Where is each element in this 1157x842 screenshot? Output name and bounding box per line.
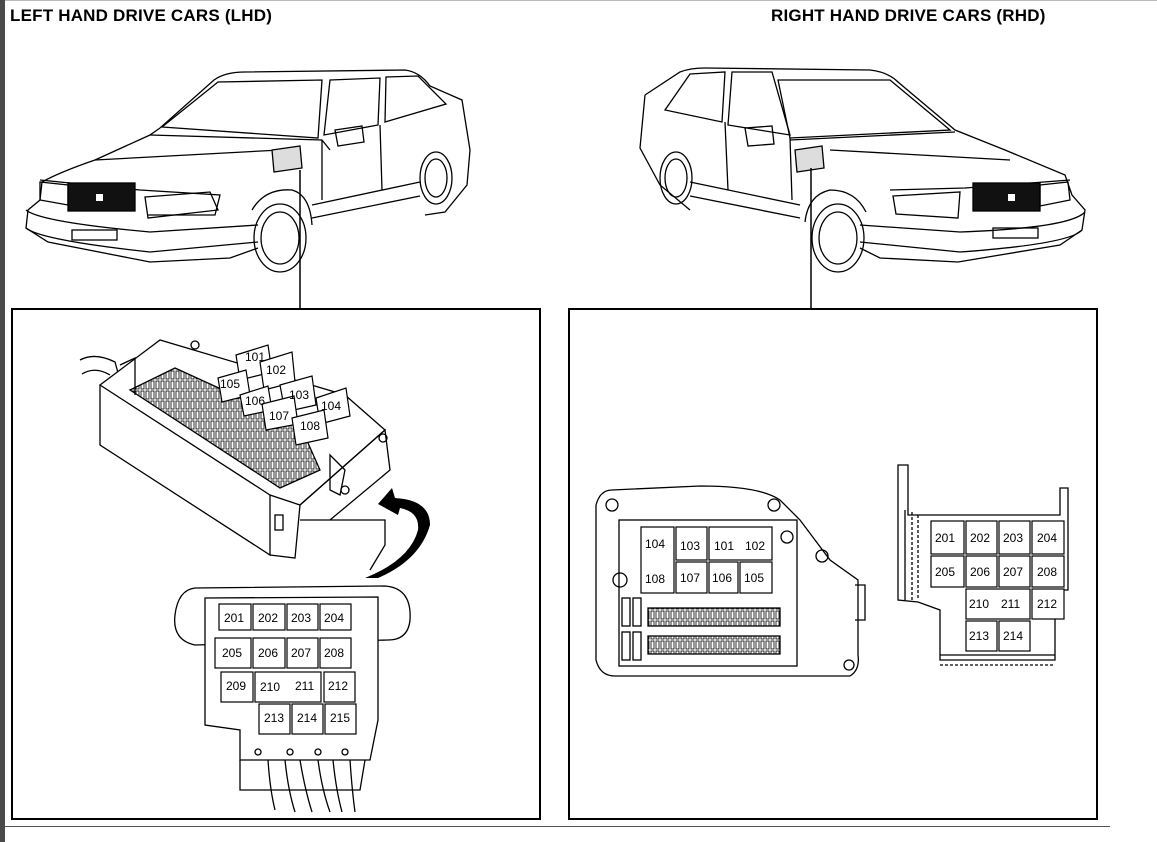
fuse-label: 209 xyxy=(226,679,246,693)
rhd-detail-frame xyxy=(568,308,1098,820)
fuse-label: 208 xyxy=(1037,565,1057,579)
rhd-fuse-cells xyxy=(930,520,1065,652)
fuse-label: 206 xyxy=(970,565,990,579)
fuse-label: 215 xyxy=(330,711,350,725)
relay-label: 108 xyxy=(645,572,665,586)
lhd-fuse-cells xyxy=(214,603,357,735)
lhd-heading: LEFT HAND DRIVE CARS (LHD) xyxy=(10,6,273,25)
relay-label: 106 xyxy=(245,394,265,408)
relay-label: 104 xyxy=(321,399,341,413)
relay-label: 101 xyxy=(714,539,734,553)
fuse-label: 212 xyxy=(1037,597,1057,611)
fuse-label: 214 xyxy=(1003,629,1023,643)
rhd-car-illustration xyxy=(639,67,1086,273)
lhd-detail-frame xyxy=(11,308,541,820)
relay-label: 105 xyxy=(744,571,764,585)
fuse-label: 211 xyxy=(1001,597,1020,611)
left-border xyxy=(0,0,5,842)
fuse-label: 204 xyxy=(1037,531,1057,545)
fuse-label: 213 xyxy=(969,629,989,643)
relay-label: 106 xyxy=(712,571,732,585)
bottom-border xyxy=(5,826,1110,827)
relay-label: 103 xyxy=(289,388,309,402)
flip-arrow xyxy=(365,488,430,578)
fuse-label: 207 xyxy=(291,646,311,660)
relay-label: 107 xyxy=(269,409,289,423)
rhd-relay-labels: 104 103 101 102 108 107 106 105 xyxy=(645,537,765,586)
fuse-label: 201 xyxy=(224,611,244,625)
fuse-label: 202 xyxy=(970,531,990,545)
lhd-relay-labels: 101 102 103 104 105 106 107 108 xyxy=(220,350,341,433)
fuse-label: 202 xyxy=(258,611,278,625)
fuse-label: 201 xyxy=(935,531,955,545)
relay-label: 101 xyxy=(245,350,265,364)
fuse-label: 210 xyxy=(260,680,280,694)
fuse-label: 213 xyxy=(264,711,284,725)
top-border xyxy=(5,0,1157,1)
fuse-label: 212 xyxy=(328,679,348,693)
relay-label: 103 xyxy=(680,539,700,553)
fuse-label: 208 xyxy=(324,646,344,660)
fuse-label: 203 xyxy=(291,611,311,625)
fuse-label: 214 xyxy=(297,711,317,725)
fuse-label: 205 xyxy=(222,646,242,660)
rhd-relay-cells xyxy=(640,526,773,594)
relay-label: 102 xyxy=(745,539,765,553)
fuse-label: 205 xyxy=(935,565,955,579)
relay-label: 107 xyxy=(680,571,700,585)
relay-label: 108 xyxy=(300,419,320,433)
fuse-label: 210 xyxy=(969,597,989,611)
fuse-label: 204 xyxy=(324,611,344,625)
lhd-fuse-labels: 201 202 203 204 205 206 207 208 209 210 … xyxy=(222,611,350,725)
relay-label: 105 xyxy=(220,377,240,391)
fuse-label: 206 xyxy=(258,646,278,660)
lhd-relay-blocks xyxy=(217,344,351,446)
rhd-fuse-labels: 201 202 203 204 205 206 207 208 210 211 … xyxy=(935,531,1057,643)
lhd-relay-box xyxy=(79,339,391,571)
lhd-car-illustration xyxy=(25,69,471,273)
fuse-label: 203 xyxy=(1003,531,1023,545)
fuse-label: 211 xyxy=(295,679,314,693)
rhd-heading: RIGHT HAND DRIVE CARS (RHD) xyxy=(771,6,1046,25)
relay-label: 102 xyxy=(266,363,286,377)
relay-label: 104 xyxy=(645,537,665,551)
fuse-label: 207 xyxy=(1003,565,1023,579)
